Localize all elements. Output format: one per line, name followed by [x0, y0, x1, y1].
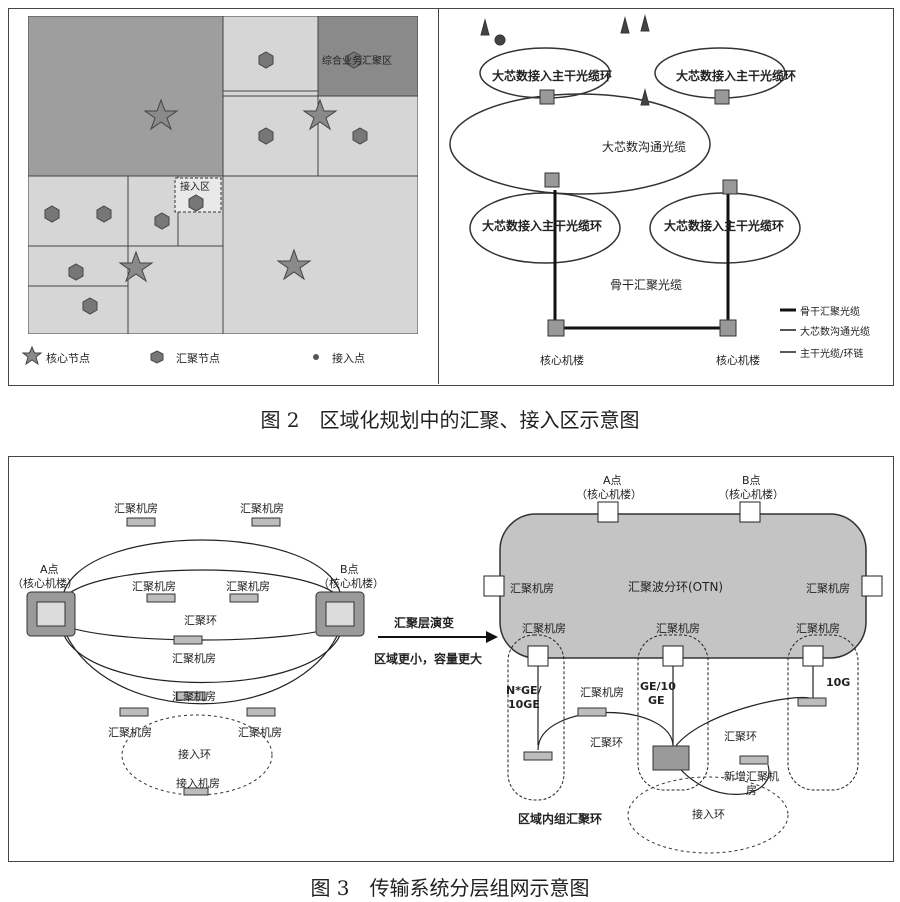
legend-backbone-label: 骨干汇聚光缆 [800, 307, 860, 318]
hexagon-icon [44, 205, 60, 223]
core-zone [28, 16, 224, 177]
legend-comm-label: 大芯数沟通光缆 [800, 327, 870, 338]
r-node-b-sub: （核心机楼） [718, 488, 784, 501]
evolution-arrow [378, 631, 498, 643]
agg-room-label: 汇聚机房 [108, 726, 152, 739]
new-room-label: 新增汇聚机 [724, 770, 779, 783]
zone-map [28, 16, 418, 334]
core-building-left-label: 核心机楼 [540, 354, 584, 367]
r-agg-room-2: 汇聚机房 [656, 622, 700, 635]
fiber-ring-diagram [449, 14, 801, 353]
link-10g-label: 10G [826, 676, 851, 689]
access-zone-label: 接入区 [180, 182, 210, 193]
evolution-subtitle: 区域更小，容量更大 [374, 652, 483, 666]
r-agg-room-4: 汇聚机房 [580, 686, 624, 699]
aggregation-right-diagram [483, 501, 883, 854]
hexagon-icon [68, 263, 84, 281]
access-ring-label: 接入环 [178, 748, 211, 761]
node-b-sub: （核心机楼） [318, 577, 384, 590]
legend-core-label: 核心节点 [46, 352, 90, 365]
link-ge10-label: GE/10 [640, 680, 676, 693]
hexagon-icon [258, 51, 274, 69]
link-ge10-label-2: GE [648, 694, 665, 707]
node-a-label: A点 [40, 563, 59, 576]
agg-room-label: 汇聚机房 [240, 502, 284, 515]
agg-room-label: 汇聚机房 [172, 652, 216, 665]
fig2-divider [438, 8, 439, 384]
r-node-a-sub: （核心机楼） [576, 488, 642, 501]
node-b-label: B点 [340, 563, 359, 576]
link-ngeg-label-2: 10GE [508, 698, 540, 711]
r-agg-room-left: 汇聚机房 [510, 582, 554, 595]
agg-room-label: 汇聚机房 [238, 726, 282, 739]
r-agg-room-right: 汇聚机房 [806, 582, 850, 595]
aggregation-left-diagram [26, 517, 365, 796]
fig3-caption: 图 3 传输系统分层组网示意图 [310, 876, 590, 900]
r-node-a-label: A点 [603, 474, 622, 487]
central-ring-label: 大芯数沟通光缆 [602, 140, 687, 154]
r-agg-ring-label-1: 汇聚环 [590, 736, 623, 749]
legend-trunk-label: 主干光缆/环链 [800, 349, 864, 360]
r-agg-room-3: 汇聚机房 [796, 622, 840, 635]
legend-access-label: 接入点 [332, 352, 365, 365]
business-zone-label: 综合业务汇聚区 [322, 56, 392, 67]
hexagon-icon [96, 205, 112, 223]
access-room-label: 接入机房 [176, 777, 220, 790]
hexagon-icon [352, 127, 368, 145]
agg-room-label: 汇聚机房 [132, 580, 176, 593]
core-building-right-label: 核心机楼 [716, 354, 760, 367]
hexagon-icon [258, 127, 274, 145]
r-node-b-label: B点 [742, 474, 761, 487]
otn-ring-label: 汇聚波分环(OTN) [628, 580, 724, 594]
star-icon [118, 250, 154, 283]
agg-room-label: 汇聚机房 [226, 580, 270, 593]
ring-top-right-label: 大芯数接入主干光缆环 [676, 69, 797, 83]
r-agg-ring-label-2: 汇聚环 [724, 730, 757, 743]
ring-bottom-right-label: 大芯数接入主干光缆环 [664, 219, 785, 233]
hexagon-icon [188, 194, 204, 212]
star-icon [22, 346, 42, 366]
ring-bottom-left-label: 大芯数接入主干光缆环 [482, 219, 603, 233]
star-icon [302, 98, 338, 131]
r-access-ring-label: 接入环 [692, 808, 725, 821]
evolution-title: 汇聚层演变 [394, 616, 455, 630]
dot-icon [313, 354, 319, 360]
legend-agg-label: 汇聚节点 [176, 352, 220, 365]
star-icon [143, 98, 179, 131]
agg-room-label: 汇聚机房 [114, 502, 158, 515]
hexagon-icon [346, 51, 362, 69]
r-agg-room-1: 汇聚机房 [522, 622, 566, 635]
new-room-label-2: 房 [746, 784, 757, 797]
backbone-label: 骨干汇聚光缆 [610, 278, 683, 292]
hexagon-icon [150, 350, 164, 364]
hexagon-icon [154, 212, 170, 230]
agg-room-label: 汇聚机房 [172, 690, 216, 703]
hexagon-icon [82, 297, 98, 315]
node-a-sub: （核心机楼） [12, 577, 78, 590]
ring-top-left-label: 大芯数接入主干光缆环 [492, 69, 613, 83]
business-zone [317, 16, 418, 97]
agg-ring-label: 汇聚环 [184, 614, 217, 627]
region-ring-label: 区域内组汇聚环 [518, 812, 603, 826]
fig2-caption: 图 2 区域化规划中的汇聚、接入区示意图 [260, 408, 640, 432]
star-icon [276, 248, 312, 281]
link-ngeg-label: N*GE/ [506, 684, 542, 697]
